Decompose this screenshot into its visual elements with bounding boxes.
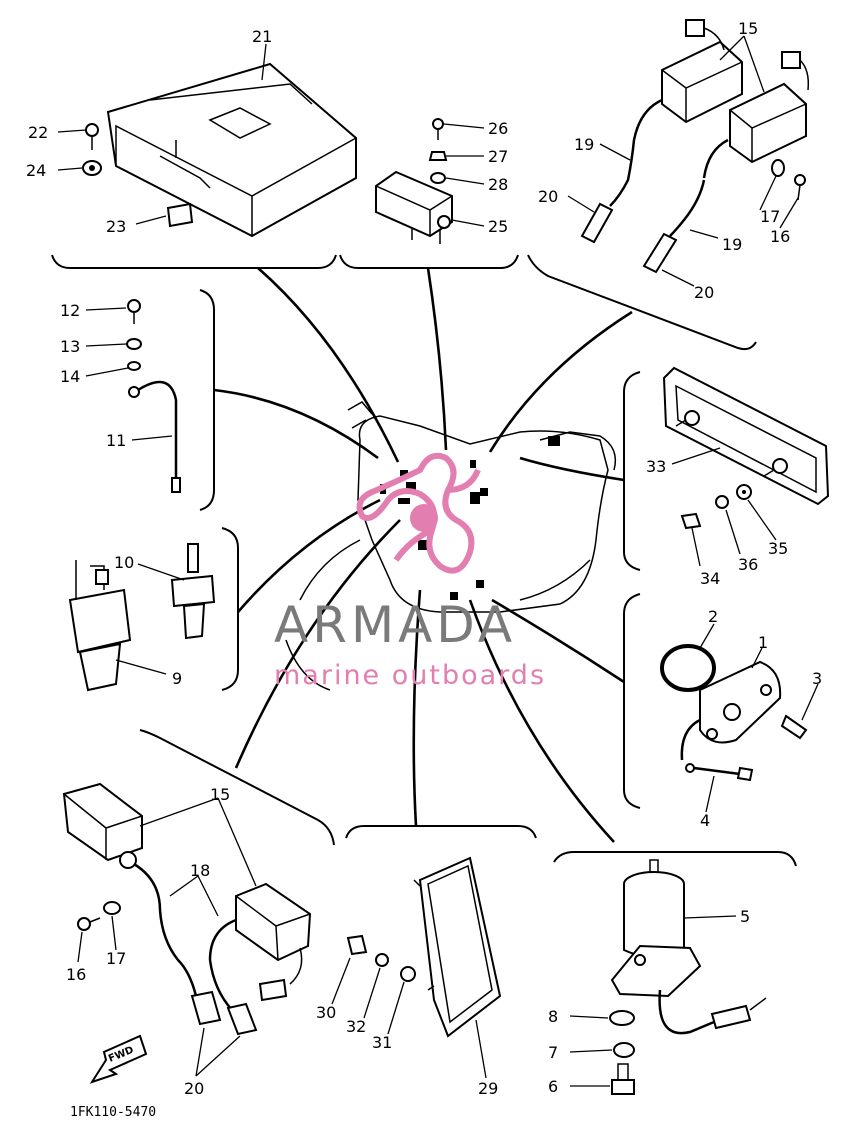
screw-22: [85, 123, 99, 150]
rectifier-25: [375, 170, 453, 244]
callout-20-upper-left: 20: [538, 187, 558, 206]
leader-lines: [57, 35, 819, 1087]
nut-27: [428, 151, 448, 161]
callout-15-lower: 15: [210, 785, 230, 804]
fwd-arrow-icon: [89, 1034, 148, 1084]
grommet-8: [609, 1010, 635, 1026]
callout-28: 28: [488, 175, 508, 194]
o-ring-2: [660, 644, 716, 692]
plug-lead-18: [158, 909, 233, 1011]
pulser-coil-1: [680, 660, 782, 761]
bracket-23: [166, 202, 194, 228]
callout-17-lower: 17: [106, 949, 126, 968]
washer-32: [375, 953, 389, 967]
callout-29: 29: [478, 1079, 498, 1098]
ground-lead-11: [128, 380, 181, 493]
washer-36: [715, 495, 729, 509]
callout-13: 13: [60, 337, 80, 356]
callout-33: 33: [646, 457, 666, 476]
callout-4: 4: [700, 811, 710, 830]
callout-16-upper: 16: [770, 227, 790, 246]
callout-35: 35: [768, 539, 788, 558]
callout-5: 5: [740, 907, 750, 926]
thermo-switch-9: [68, 560, 132, 692]
callout-27: 27: [488, 147, 508, 166]
washer-31: [400, 966, 416, 982]
callout-14: 14: [60, 367, 80, 386]
group-brackets: [51, 254, 797, 867]
cover-plate-33: [662, 366, 830, 506]
grommet-24: [82, 160, 102, 176]
watermark-logo: [356, 452, 481, 574]
ignition-coil-upper-1: [632, 19, 743, 141]
callout-6: 6: [548, 1077, 558, 1096]
callout-19-upper-right: 19: [722, 235, 742, 254]
nut-34: [680, 512, 702, 530]
grommet-17-lower: [103, 901, 121, 915]
ignition-coil-upper-2: [702, 51, 810, 179]
callout-16-lower: 16: [66, 965, 86, 984]
washer-14: [127, 361, 141, 371]
callout-19-upper-left: 19: [574, 135, 594, 154]
lead-4: [685, 763, 754, 782]
callout-32: 32: [346, 1017, 366, 1036]
washer-13: [126, 338, 142, 350]
solenoid-5: [610, 859, 767, 1035]
grommet-17-upper: [771, 159, 785, 177]
bolt-6: [611, 1063, 635, 1095]
bolt-26: [432, 118, 444, 140]
callout-21: 21: [252, 27, 272, 46]
callout-12: 12: [60, 301, 80, 320]
ignition-coil-lower-1: [62, 782, 162, 911]
watermark-tagline: marine outboards: [274, 660, 546, 691]
callout-22: 22: [28, 123, 48, 142]
nut-30: [346, 934, 368, 956]
callout-31: 31: [372, 1033, 392, 1052]
callout-3: 3: [812, 669, 822, 688]
callout-23: 23: [106, 217, 126, 236]
callout-15-upper: 15: [738, 19, 758, 38]
washer-7: [613, 1042, 635, 1058]
callout-18: 18: [190, 861, 210, 880]
callout-24: 24: [26, 161, 46, 180]
plug-cap-20-lower: [190, 990, 258, 1036]
plug-cap-20-upper: [580, 202, 678, 274]
washer-35: [736, 484, 752, 500]
callout-11: 11: [106, 431, 126, 450]
callout-25: 25: [488, 217, 508, 236]
ignition-coil-lower-2: [208, 882, 312, 1002]
engine-leads: [213, 267, 633, 843]
watermark-brand: ARMADA: [274, 596, 516, 654]
callout-1: 1: [758, 633, 768, 652]
callout-30: 30: [316, 1003, 336, 1022]
screw-16-upper: [794, 174, 806, 201]
callout-labels: 21 22 24 23 26 27 28 25 15 19 20 17 16 1…: [26, 19, 822, 1098]
cdi-unit: [106, 62, 357, 238]
callout-36: 36: [738, 555, 758, 574]
screw-16-lower: [77, 917, 101, 931]
callout-34: 34: [700, 569, 720, 588]
callout-8: 8: [548, 1007, 558, 1026]
screw-12: [127, 299, 141, 324]
callout-9: 9: [172, 669, 182, 688]
callout-10: 10: [114, 553, 134, 572]
callout-17-upper: 17: [760, 207, 780, 226]
cover-29: [413, 856, 502, 1038]
callout-2: 2: [708, 607, 718, 626]
plug-lead-19-upper: [609, 139, 706, 237]
callout-20-upper-right: 20: [694, 283, 714, 302]
washer-28: [430, 172, 446, 184]
callout-26: 26: [488, 119, 508, 138]
callout-20-lower: 20: [184, 1079, 204, 1098]
callout-7: 7: [548, 1043, 558, 1062]
diagram-code: 1FK110-5470: [70, 1105, 156, 1120]
oil-pressure-switch-10: [170, 543, 216, 640]
screw-3: [780, 714, 808, 740]
